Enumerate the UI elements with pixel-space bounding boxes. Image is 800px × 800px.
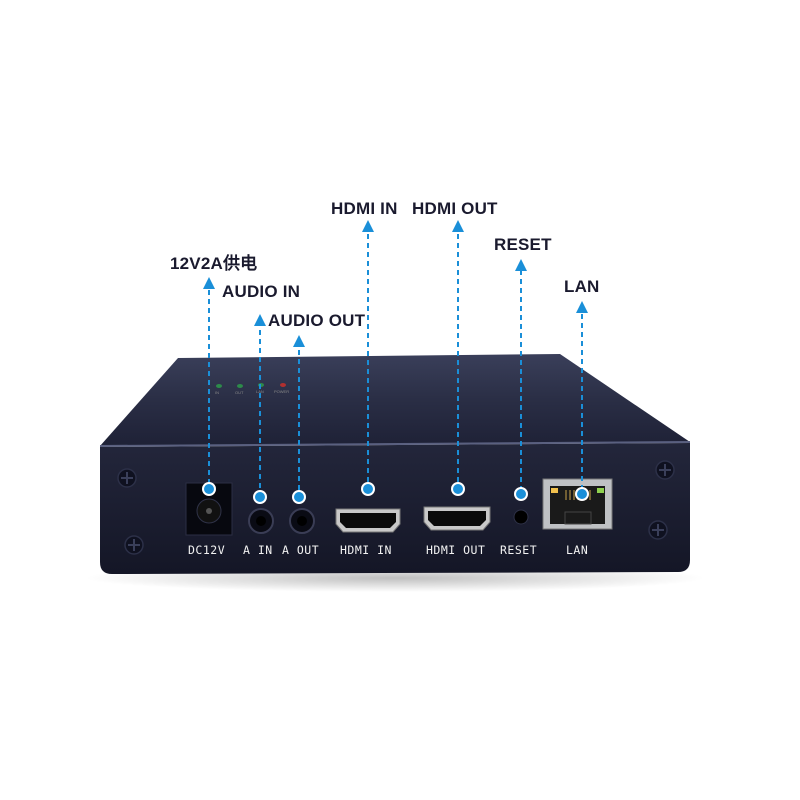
arrow-up-icon <box>254 314 266 326</box>
panel-label-a-in: A IN <box>243 543 273 557</box>
arrow-up-icon <box>515 259 527 271</box>
callout-lan: LAN <box>564 277 600 296</box>
panel-label-reset: RESET <box>500 543 538 557</box>
callout-reset: RESET <box>494 235 552 254</box>
callout-power: 12V2A供电 <box>170 254 258 273</box>
callout-audio-out: AUDIO OUT <box>268 311 366 330</box>
arrow-up-icon <box>452 220 464 232</box>
led-label-power: POWER <box>274 389 290 394</box>
callout-audio-in: AUDIO IN <box>222 282 301 301</box>
panel-label-a-out: A OUT <box>282 543 320 557</box>
panel-label-hdmi-in: HDMI IN <box>340 543 392 557</box>
callout-dot <box>253 490 267 504</box>
reset-hole-icon <box>513 509 529 525</box>
callout-dot <box>202 482 216 496</box>
led-label-lan: LAN <box>256 389 264 394</box>
arrow-up-icon <box>203 277 215 289</box>
screw-icon <box>124 535 144 555</box>
device-edge <box>99 441 691 447</box>
callout-dot <box>361 482 375 496</box>
panel-label-hdmi-out: HDMI OUT <box>426 543 486 557</box>
led-label-in: IN <box>215 390 219 395</box>
audio-jack-icon <box>248 508 274 534</box>
callout-dot <box>575 487 589 501</box>
arrow-up-icon <box>576 301 588 313</box>
screw-icon <box>117 468 137 488</box>
arrow-up-icon <box>362 220 374 232</box>
callout-dot <box>451 482 465 496</box>
audio-jack-icon <box>289 508 315 534</box>
panel-label-lan: LAN <box>566 543 589 557</box>
led-label-out: OUT <box>235 390 244 395</box>
callout-dot <box>292 490 306 504</box>
callout-lines <box>208 234 583 497</box>
screw-icon <box>648 520 668 540</box>
device-top-surface <box>100 354 690 446</box>
screw-icon <box>655 460 675 480</box>
callout-hdmi-in: HDMI IN <box>331 199 398 218</box>
hdmi-port-icon <box>423 506 491 531</box>
arrow-up-icon <box>293 335 305 347</box>
callout-hdmi-out: HDMI OUT <box>412 199 498 218</box>
panel-label-dc: DC12V <box>188 543 226 557</box>
rj45-port-icon <box>542 478 613 530</box>
callout-dot <box>514 487 528 501</box>
hdmi-port-icon <box>335 508 401 533</box>
